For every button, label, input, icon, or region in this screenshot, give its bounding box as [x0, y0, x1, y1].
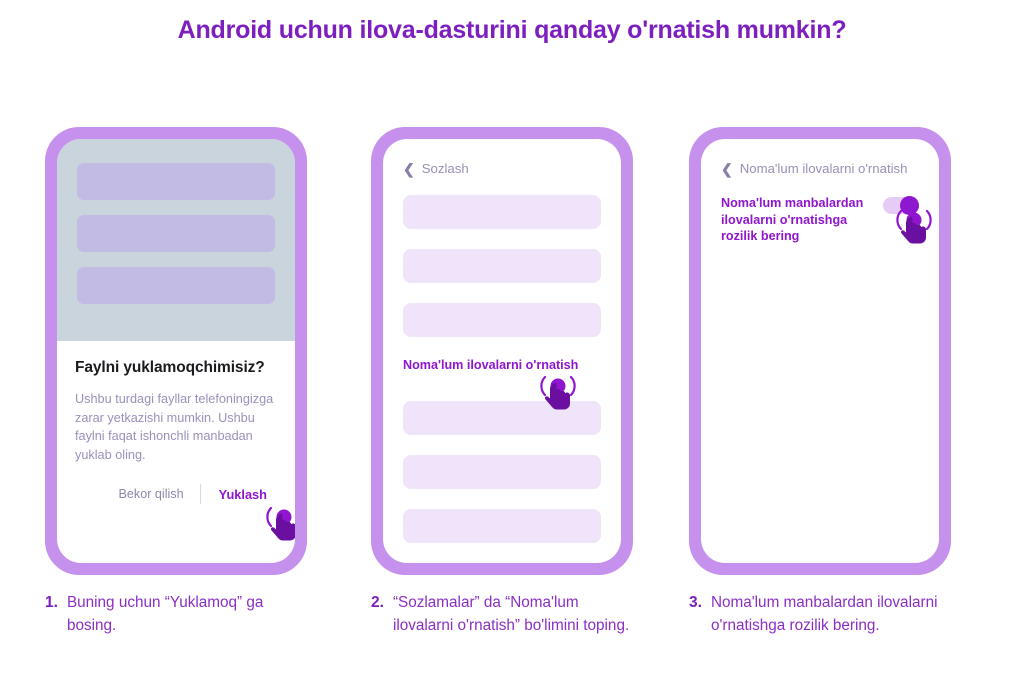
content-placeholder-bar — [77, 215, 275, 252]
action-divider — [199, 484, 201, 504]
step-3-caption: 3. Noma'lum manbalardan ilovalarni o'rna… — [689, 592, 959, 637]
phone-screen-2: ❮ Sozlash Noma'lum ilovalarni o'rnatish — [383, 139, 621, 563]
back-nav-label: Noma'lum ilovalarni o'rnatish — [739, 161, 908, 176]
step-caption-text: Buning uchun “Yuklamoq” ga bosing. — [66, 594, 264, 634]
step-2-caption: 2. “Sozlamalar” da “Noma'lum ilovalarni … — [371, 592, 641, 637]
phone-mockup-3: ❮ Noma'lum ilovalarni o'rnatish Noma'lum… — [689, 127, 951, 575]
tap-gesture-icon — [263, 500, 295, 544]
chevron-left-icon: ❮ — [721, 160, 733, 177]
phone-screen-1: Faylni yuklamoqchimisiz? Ushbu turdagi f… — [57, 139, 295, 563]
download-dialog: Faylni yuklamoqchimisiz? Ushbu turdagi f… — [57, 341, 295, 541]
settings-placeholder-row — [403, 401, 601, 435]
step-1-column: Faylni yuklamoqchimisiz? Ushbu turdagi f… — [45, 127, 307, 634]
permission-toggle-switch[interactable] — [883, 196, 919, 215]
back-nav-unknown-apps[interactable]: ❮ Noma'lum ilovalarni o'rnatish — [701, 161, 939, 176]
page-title: Android uchun ilova-dasturini qanday o'r… — [177, 16, 847, 44]
step-caption-text: “Sozlamalar” da “Noma'lum ilovalarni o'r… — [392, 594, 630, 634]
step-number: 1. — [45, 594, 58, 611]
settings-placeholder-row — [403, 249, 601, 283]
settings-placeholder-row — [403, 509, 601, 543]
cancel-button[interactable]: Bekor qilish — [118, 487, 184, 501]
dialog-actions: Bekor qilish Yuklash — [75, 484, 295, 541]
step-caption-text: Noma'lum manbalardan ilovalarni o'rnatis… — [710, 594, 938, 634]
phone-mockup-2: ❮ Sozlash Noma'lum ilovalarni o'rnatish — [371, 127, 633, 575]
step-number: 3. — [689, 594, 702, 611]
step-2-column: ❮ Sozlash Noma'lum ilovalarni o'rnatish — [371, 127, 633, 634]
steps-container: Faylni yuklamoqchimisiz? Ushbu turdagi f… — [0, 127, 1024, 667]
content-placeholder-bar — [77, 163, 275, 200]
back-nav-settings[interactable]: ❮ Sozlash — [383, 161, 621, 176]
step-number: 2. — [371, 594, 384, 611]
phone-screen-3: ❮ Noma'lum ilovalarni o'rnatish Noma'lum… — [701, 139, 939, 563]
toggle-knob — [900, 196, 919, 215]
dialog-title: Faylni yuklamoqchimisiz? — [75, 359, 265, 376]
step-1-caption: 1. Buning uchun “Yuklamoq” ga bosing. — [45, 592, 315, 637]
settings-placeholder-row — [403, 303, 601, 337]
settings-row-label: Noma'lum ilovalarni o'rnatish — [403, 358, 579, 372]
permission-toggle-label: Noma'lum manbalardan ilovalarni o'rnatis… — [721, 196, 864, 243]
settings-placeholder-row — [403, 195, 601, 229]
content-placeholder-bar — [77, 267, 275, 304]
permission-toggle-row[interactable]: Noma'lum manbalardan ilovalarni o'rnatis… — [701, 195, 939, 245]
phone-mockup-1: Faylni yuklamoqchimisiz? Ushbu turdagi f… — [45, 127, 307, 575]
settings-row-unknown-apps[interactable]: Noma'lum ilovalarni o'rnatish — [383, 357, 621, 410]
settings-placeholder-row — [403, 455, 601, 489]
download-button[interactable]: Yuklash — [218, 486, 267, 502]
browser-content-area — [57, 139, 295, 341]
chevron-left-icon: ❮ — [403, 160, 415, 177]
back-nav-label: Sozlash — [421, 161, 469, 176]
step-3-column: ❮ Noma'lum ilovalarni o'rnatish Noma'lum… — [689, 127, 951, 634]
dialog-body-text: Ushbu turdagi fayllar telefoningizga zar… — [75, 392, 274, 462]
